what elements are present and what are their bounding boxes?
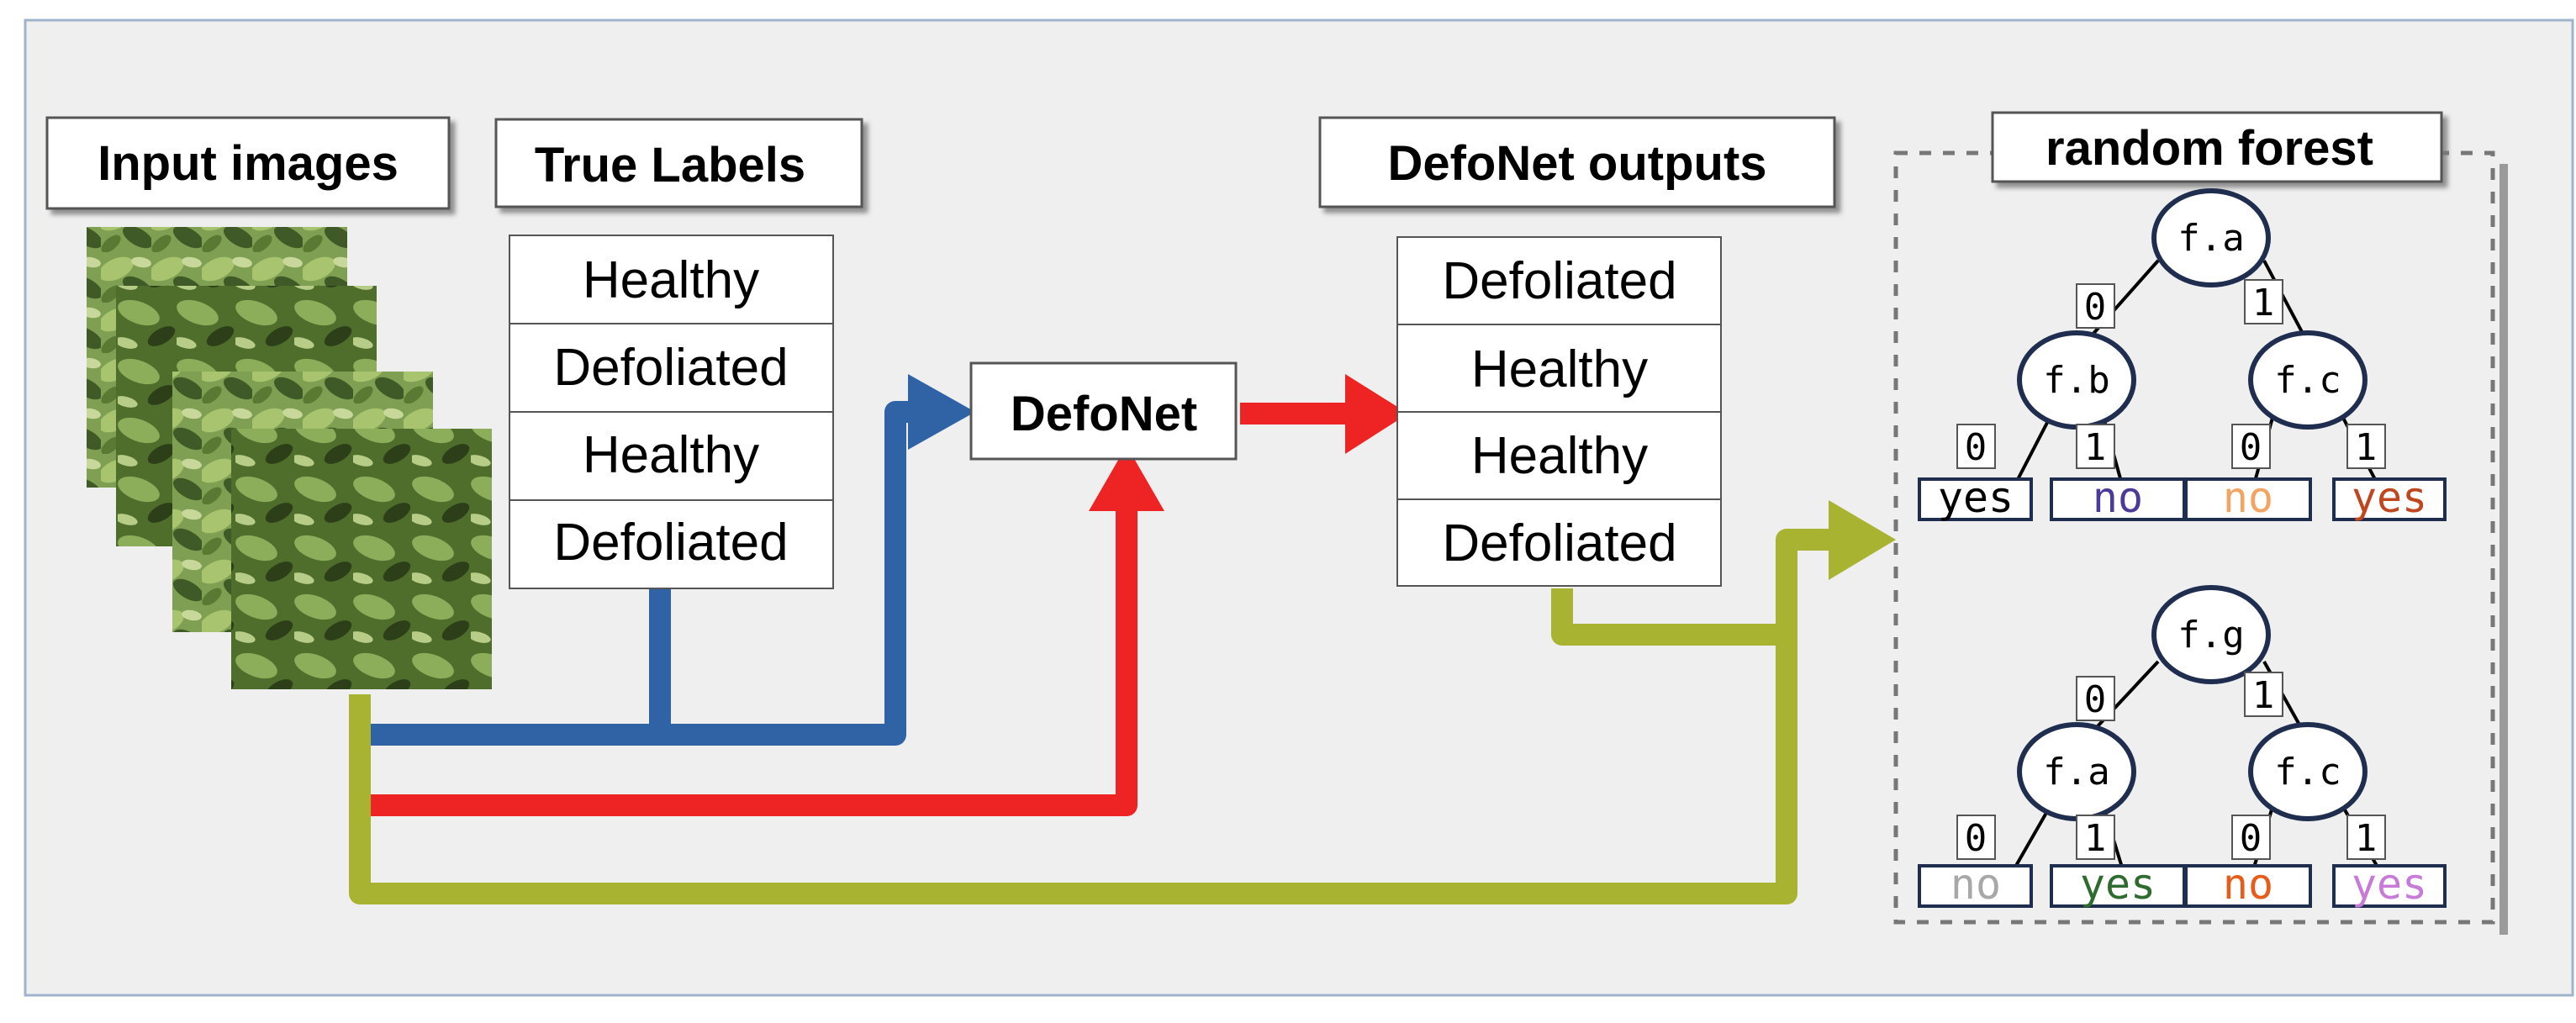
red-arrow [370,403,1362,816]
svg-text:0: 0 [1965,426,1987,469]
svg-text:0: 0 [2240,426,2262,469]
true-label-cell: Defoliated [553,339,788,397]
leaf-box [2184,864,2312,908]
true-labels-table: Healthy Defoliated Healthy Defoliated [509,235,834,589]
svg-text:1: 1 [2252,674,2275,717]
red-arrowhead-right [1345,374,1408,454]
red-arrowhead-up [1089,446,1164,511]
svg-text:1: 1 [2355,817,2378,860]
leaf-box [2332,477,2447,521]
tree1-root-node [2151,188,2271,287]
true-labels-title: True Labels [535,138,805,192]
defonet-box [969,361,1238,461]
olive-arrowhead [1829,500,1896,580]
decision-tree-1: f.a f.b f.c 0 1 0 1 0 1 yes no no y [1918,188,2447,522]
true-labels-title-box [494,118,863,208]
tree1-leaves: yes no no yes [1918,473,2447,522]
svg-text:0: 0 [2084,678,2107,721]
leaf-label: yes [2352,860,2427,909]
output-cell: Defoliated [1442,514,1676,572]
tree1-left-label: f.b [2043,359,2109,402]
tree2-root-node [2151,585,2271,684]
tree2-edge-labels: 0 1 0 1 0 1 [1956,672,2386,860]
leaf-label: yes [2352,473,2427,522]
leaf-label: no [2223,473,2273,522]
output-cell: Healthy [1471,427,1648,485]
true-label-cell: Healthy [583,426,759,484]
tree2-left-label: f.a [2043,751,2109,794]
output-cell: Healthy [1471,340,1648,398]
leaf-box [1918,864,2033,908]
svg-text:0: 0 [1965,817,1987,860]
leaf-box [2184,477,2312,521]
leaf-label: yes [2080,860,2156,909]
defonet-outputs-table: Defoliated Healthy Healthy Defoliated [1396,236,1722,587]
leaf-label: no [2093,473,2143,522]
defonet-outputs-title: DefoNet outputs [1387,136,1766,191]
output-cell: Defoliated [1442,252,1676,310]
leaf-label: yes [1938,473,2014,522]
true-label-cell: Healthy [583,251,759,309]
blue-arrowhead [908,374,975,450]
svg-text:1: 1 [2252,282,2275,324]
svg-text:1: 1 [2355,426,2378,469]
tree1-root-label: f.a [2177,217,2244,260]
tree1-right-node [2248,330,2367,430]
input-image-stack [87,227,492,689]
random-forest-title: random forest [2045,121,2373,176]
olive-arrow [349,529,1845,904]
input-images-title-box [45,116,451,210]
leaf-label: no [1950,860,2001,909]
leaf-box [1918,477,2033,521]
svg-text:1: 1 [2084,426,2107,469]
leaf-box [2332,864,2447,908]
leaf-image-4 [231,429,492,689]
leaf-box [2050,864,2186,908]
tree1-edge-labels: 0 1 0 1 0 1 [1956,279,2386,469]
tree1-right-label: f.c [2274,359,2341,402]
leaf-label: no [2223,860,2273,909]
true-label-cell: Defoliated [553,514,788,572]
tree2-right-node [2248,722,2367,821]
svg-text:0: 0 [2084,286,2107,329]
tree2-right-label: f.c [2274,751,2341,794]
tree2-root-label: f.g [2177,614,2244,657]
svg-text:1: 1 [2084,817,2107,860]
tree2-leaves: no yes no yes [1918,860,2447,909]
random-forest-title-box [1991,111,2443,183]
input-images-title: Input images [98,136,399,191]
svg-text:0: 0 [2240,817,2262,860]
defonet-outputs-title-box [1318,116,1836,208]
decision-tree-2: f.g f.a f.c 0 1 0 1 0 1 no yes no y [1918,585,2447,909]
defonet-label: DefoNet [1011,387,1197,441]
